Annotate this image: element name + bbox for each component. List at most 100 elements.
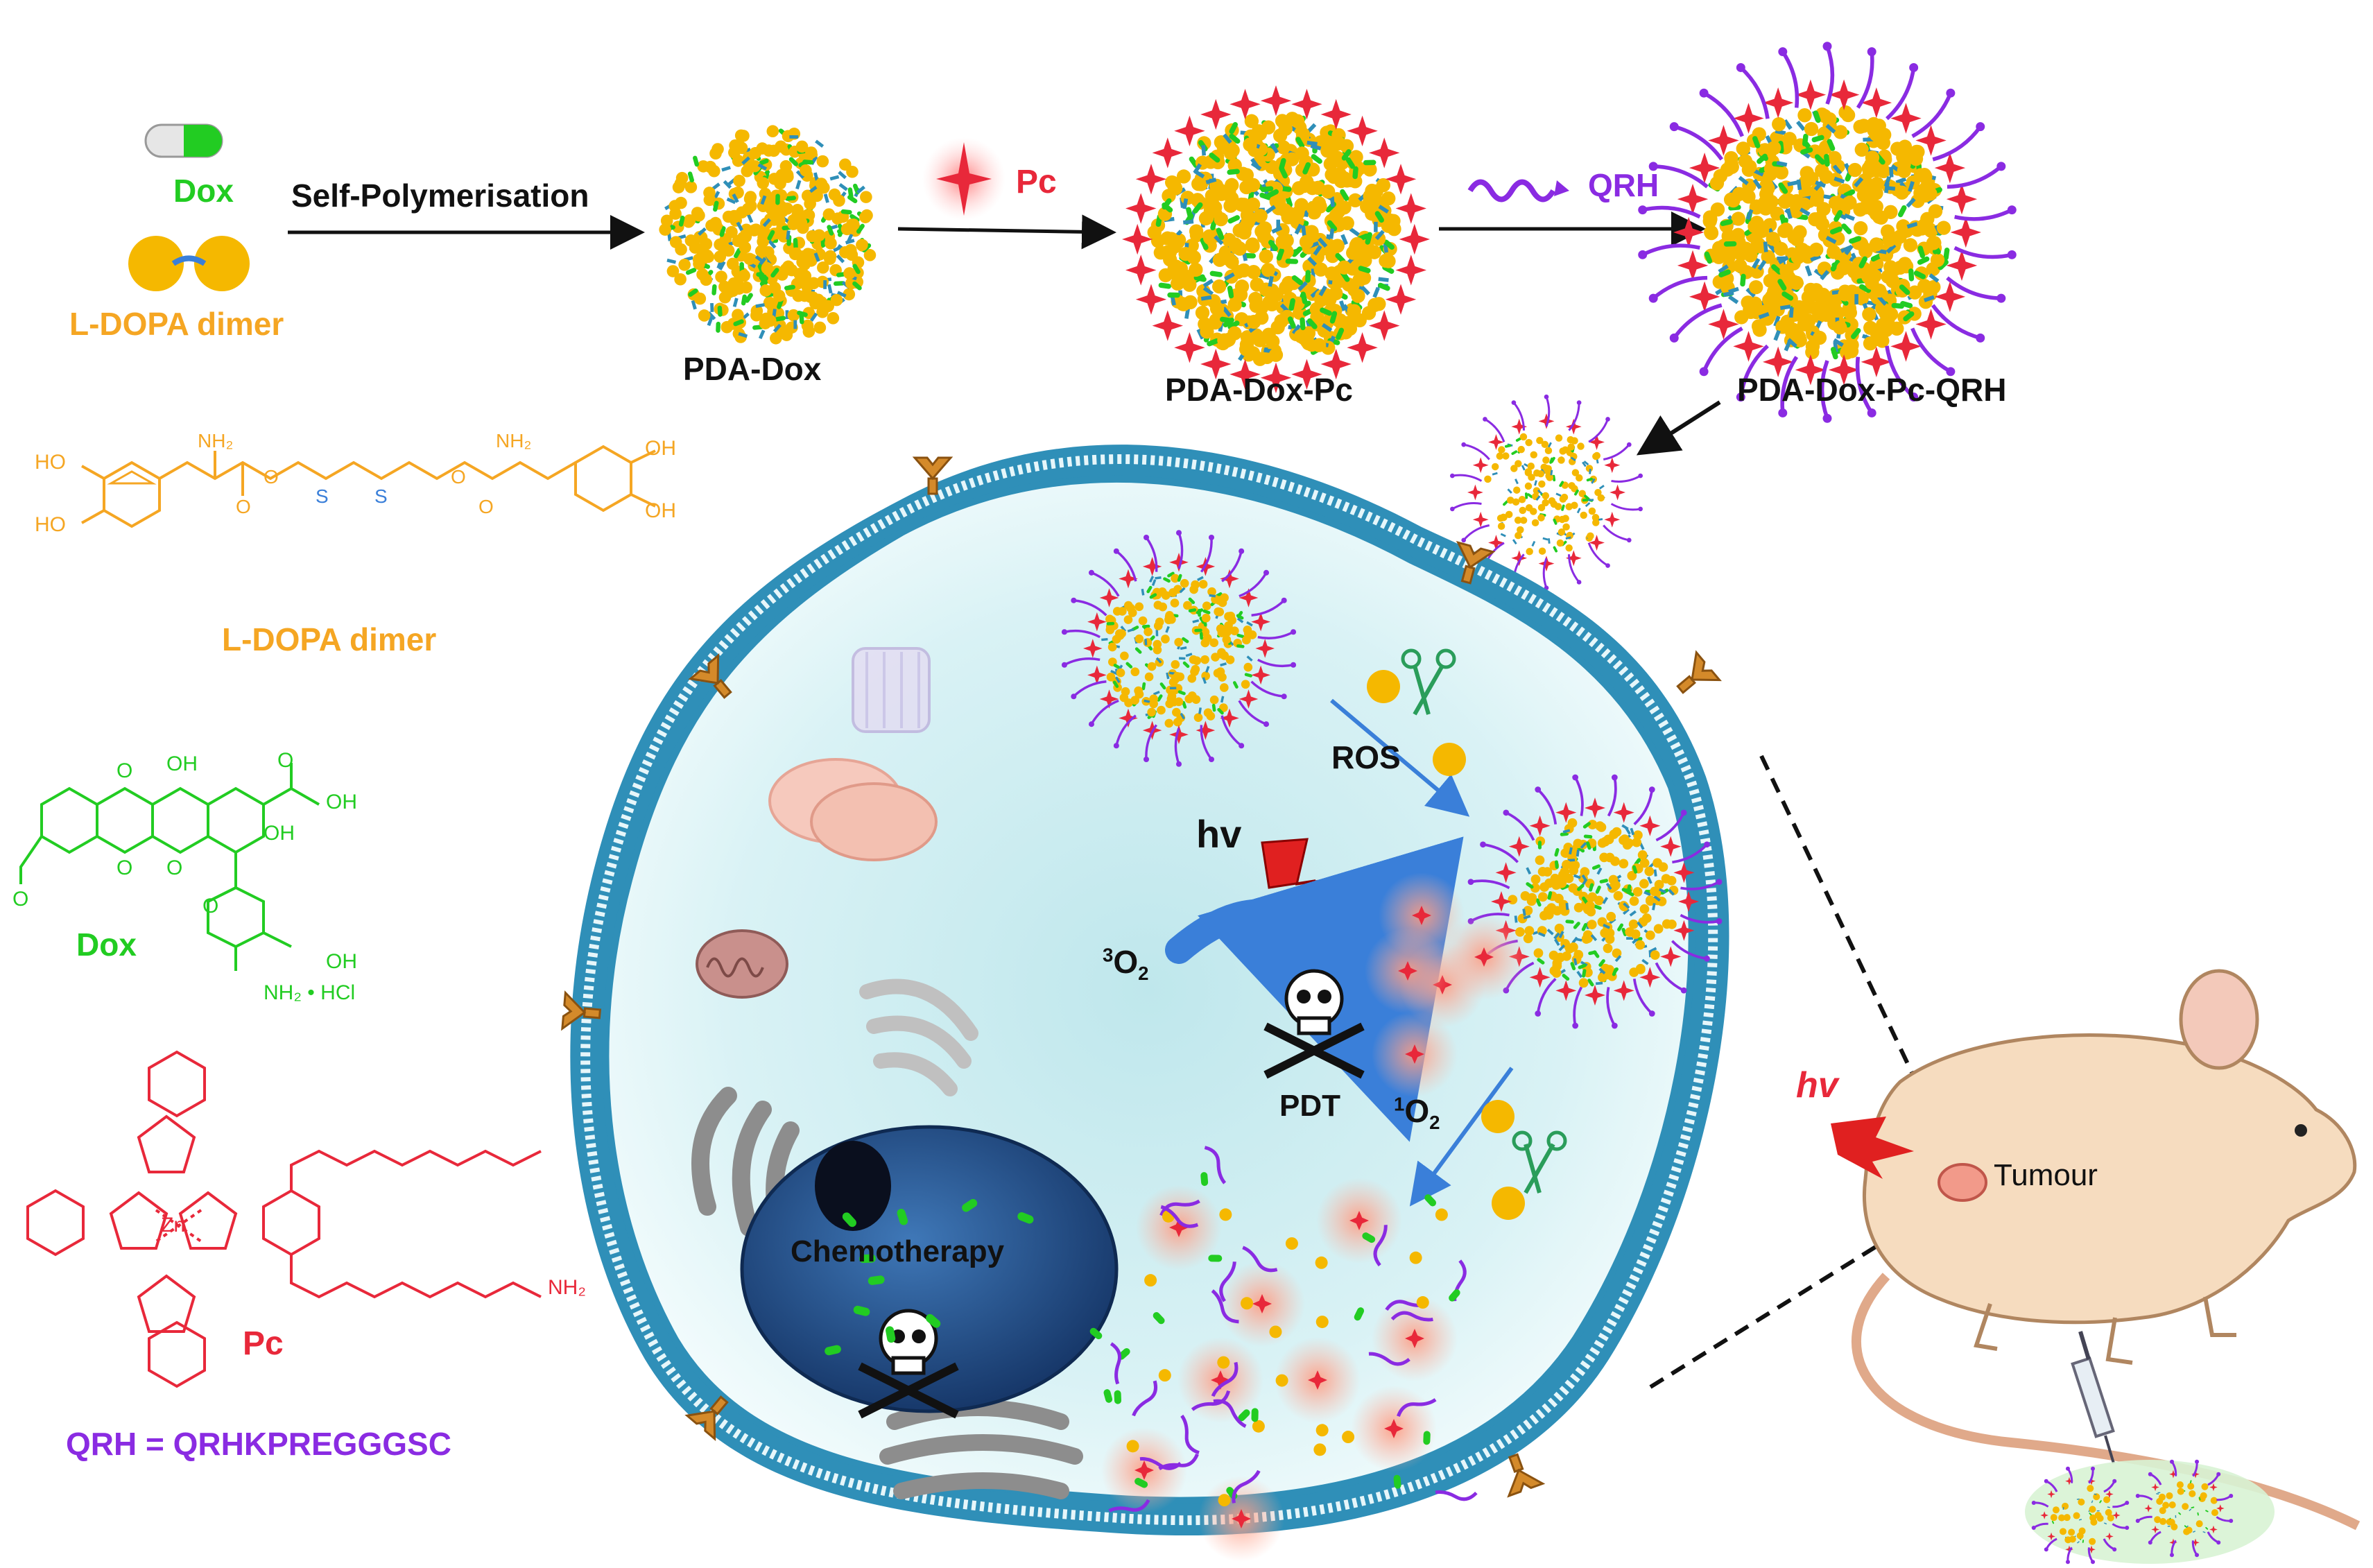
pc-star <box>1347 115 1378 146</box>
dopa-unit <box>1162 245 1177 259</box>
dopa-o3: O <box>451 466 466 488</box>
qrh-tail <box>1505 811 1535 841</box>
qrh-tip <box>1061 662 1067 668</box>
dopa-unit <box>2189 1490 2196 1497</box>
pc-nh2: NH₂ <box>548 1276 586 1299</box>
dopa-unit <box>1779 222 1793 237</box>
dopa-unit <box>1653 858 1662 868</box>
dox-unit <box>1582 822 1591 829</box>
dopa-unit <box>1198 317 1212 331</box>
dopa-unit <box>859 211 872 223</box>
dopa-unit <box>1847 162 1863 178</box>
dopa-unit <box>1877 128 1892 142</box>
dox-unit <box>1167 292 1180 298</box>
dopa-unit <box>1833 320 1847 335</box>
dox-fragment <box>1423 1431 1431 1445</box>
dopa-unit <box>1329 286 1343 301</box>
linker-unit <box>1659 888 1666 894</box>
dopa-unit <box>1533 948 1544 958</box>
dopa-unit <box>1107 642 1117 652</box>
qrh-tail <box>1573 986 1583 1026</box>
dopa-unit <box>1525 438 1533 447</box>
dopa-unit <box>1144 627 1153 637</box>
injected-nanoparticle-1 <box>2031 1466 2130 1565</box>
dopa-unit <box>739 241 752 254</box>
qrh-tail <box>1885 345 1915 399</box>
linker-unit <box>1573 874 1581 879</box>
linker-unit <box>1788 307 1794 318</box>
linker-unit <box>1169 687 1177 690</box>
dopa-unit <box>1827 150 1842 165</box>
dopa-unit <box>1562 446 1569 454</box>
dopa-unit <box>1514 516 1522 524</box>
pc-star <box>2209 1483 2218 1492</box>
triplet-oxygen-sup: 3 <box>1103 944 1114 966</box>
mitochondrion-icon <box>696 929 788 999</box>
dopa-unit <box>1541 440 1549 449</box>
dopa-unit <box>1515 531 1522 540</box>
dox-unit <box>1811 135 1824 143</box>
linker-unit <box>2096 1510 2100 1512</box>
qrh-tail <box>1671 940 1707 960</box>
linker-unit <box>691 300 697 310</box>
qrh-tip <box>1480 841 1486 848</box>
linker-unit <box>1197 576 1204 581</box>
dopa-unit <box>1510 465 1518 472</box>
linker-unit <box>829 175 840 181</box>
dopa-unit <box>1530 451 1537 459</box>
linker-unit <box>1547 442 1552 448</box>
dopa-unit <box>1497 522 1505 530</box>
dopa-unit <box>1330 239 1345 253</box>
dox-unit <box>1740 273 1746 287</box>
qrh-tip <box>1291 629 1297 635</box>
pc-star <box>1251 665 1270 685</box>
qrh-tip <box>2148 1472 2152 1476</box>
dopa-unit <box>748 160 761 173</box>
dopa-unit <box>1666 875 1677 886</box>
qrh-tip <box>2065 1560 2070 1565</box>
dox-unit <box>1260 186 1274 193</box>
dox-unit <box>1583 834 1593 839</box>
dopa-unit <box>1201 613 1211 623</box>
dopa-unit <box>725 225 738 239</box>
linker-unit <box>809 312 818 322</box>
linker-unit <box>1727 295 1739 304</box>
linker-unit <box>1652 903 1656 911</box>
dopa-unit <box>1173 671 1182 681</box>
linker-unit <box>2091 1500 2094 1504</box>
qrh-tip <box>1638 473 1643 479</box>
dopa-unit <box>1529 508 1537 515</box>
dox-unit <box>1112 680 1119 688</box>
linker-unit <box>1591 478 1596 484</box>
dopa-unit <box>2096 1515 2104 1522</box>
qrh-fragment <box>1219 1261 1236 1302</box>
dopa-unit <box>2050 1514 2057 1522</box>
dopa-unit <box>1208 187 1223 202</box>
linker-unit <box>760 195 767 205</box>
linker-unit <box>1752 178 1762 190</box>
linker-unit <box>1183 219 1194 225</box>
pc-star <box>2087 1476 2096 1485</box>
qrh-tail <box>1250 680 1284 698</box>
linker-unit <box>838 182 848 191</box>
pc-star <box>1511 550 1528 567</box>
dox-capsule-icon <box>144 123 223 158</box>
dox-unit <box>1943 248 1950 261</box>
dopa-unit <box>1597 838 1607 848</box>
dox-unit <box>1149 593 1157 599</box>
dopa-unit <box>1573 902 1584 913</box>
dopa-unit <box>1208 315 1223 330</box>
dox-unit <box>1320 307 1332 316</box>
qrh-tip <box>1113 743 1119 749</box>
qrh-tail <box>1653 164 1709 189</box>
qrh-tip <box>1716 917 1723 924</box>
dox-unit <box>1162 198 1172 210</box>
dopa-unit <box>2068 1528 2076 1536</box>
linker-unit <box>1313 245 1322 256</box>
dopa-unit <box>1222 635 1232 644</box>
qrh-tip <box>1088 569 1095 576</box>
pc-star <box>2047 1532 2055 1541</box>
linker-unit <box>1202 677 1207 684</box>
dopa-unit <box>1337 200 1352 215</box>
dopa-unit <box>827 312 840 325</box>
